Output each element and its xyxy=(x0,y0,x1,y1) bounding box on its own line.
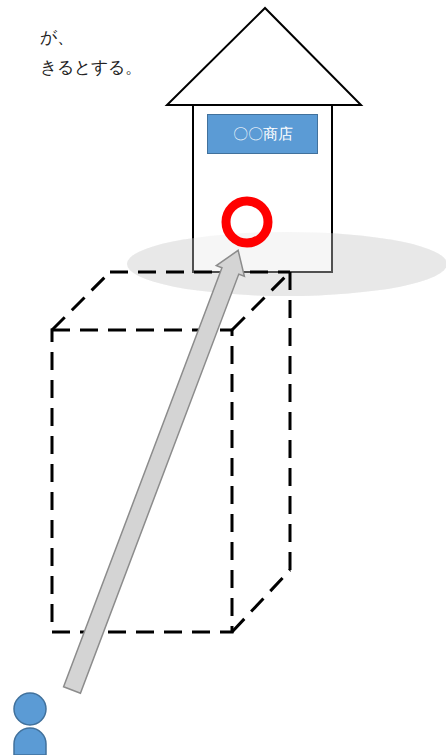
person-head xyxy=(14,693,46,725)
cube-edge xyxy=(110,271,290,274)
block-arrow xyxy=(58,245,252,695)
line-of-sight-arrow xyxy=(58,245,252,695)
shop-sign: 〇〇商店 xyxy=(207,114,318,154)
shop-name: 〇〇商店 xyxy=(233,125,293,144)
cut-off-text: きるとする。 xyxy=(40,57,142,77)
target-ring xyxy=(226,201,268,243)
cube-edge xyxy=(52,272,110,330)
cube-edge xyxy=(232,272,290,330)
cut-off-text: が、 xyxy=(40,27,74,47)
cube-edge xyxy=(232,570,290,632)
person-body xyxy=(14,728,46,755)
ground-area-overlay xyxy=(127,232,446,296)
house-roof xyxy=(167,8,361,105)
cube-edge xyxy=(289,272,292,570)
ground-area xyxy=(127,232,446,296)
